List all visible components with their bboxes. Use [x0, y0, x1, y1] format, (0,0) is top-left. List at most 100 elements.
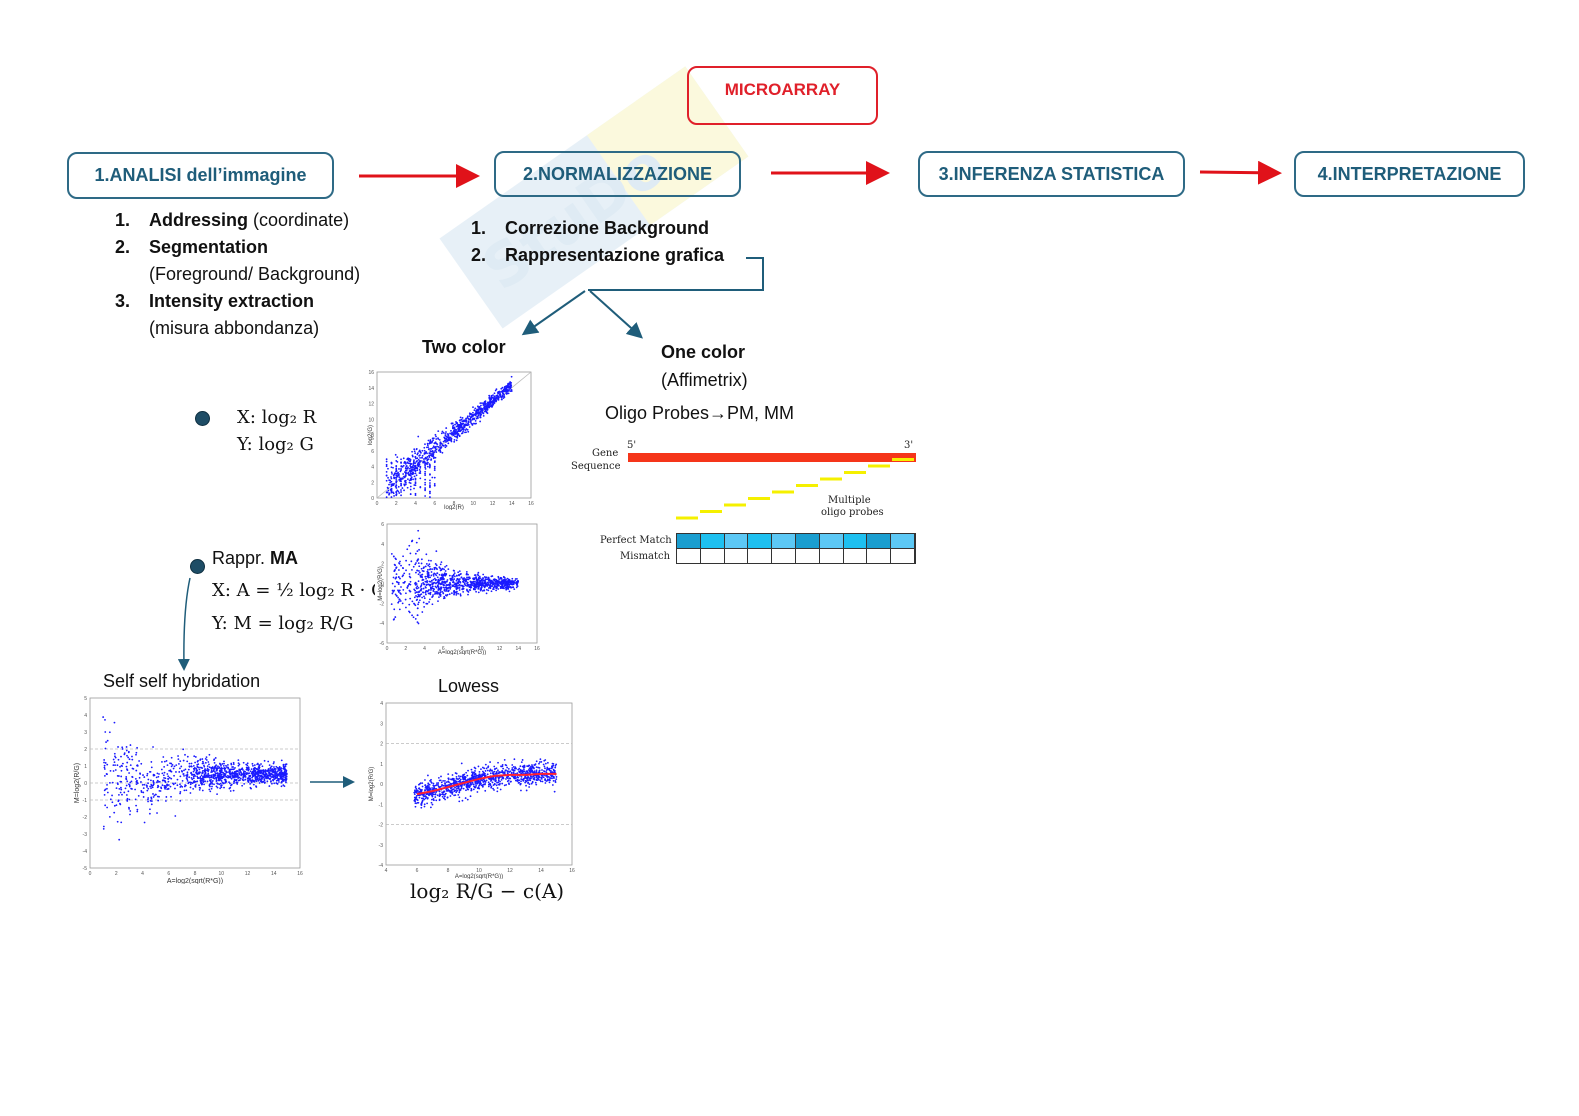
data-point	[427, 559, 430, 562]
data-point	[150, 766, 153, 769]
data-point	[460, 572, 462, 575]
data-point	[106, 763, 109, 766]
data-point	[426, 452, 428, 455]
data-point	[452, 433, 455, 436]
data-point	[220, 771, 223, 773]
data-point	[487, 581, 489, 584]
data-point	[398, 589, 401, 592]
data-point	[440, 561, 443, 564]
data-point	[397, 601, 400, 604]
data-point	[218, 766, 221, 769]
data-point	[423, 805, 426, 808]
data-point	[156, 772, 159, 775]
data-point	[403, 475, 405, 478]
data-point	[415, 794, 418, 797]
data-point	[157, 799, 160, 802]
data-point	[527, 776, 530, 779]
data-point	[204, 775, 206, 778]
data-point	[432, 798, 435, 800]
data-point	[434, 793, 437, 796]
data-point	[414, 618, 417, 620]
data-point	[410, 560, 413, 563]
data-point	[427, 573, 430, 576]
data-point	[476, 579, 479, 582]
data-point	[208, 779, 211, 782]
data-point	[476, 791, 479, 793]
pm-cell	[843, 534, 868, 548]
data-point	[419, 472, 422, 474]
data-point	[429, 492, 431, 495]
data-point	[433, 456, 435, 459]
data-point	[433, 465, 436, 468]
data-point	[233, 772, 236, 775]
data-point	[453, 569, 456, 572]
data-point	[152, 783, 155, 786]
data-point	[396, 581, 399, 584]
data-point	[242, 769, 244, 771]
data-point	[273, 767, 276, 770]
y-tick-label: 5	[84, 696, 87, 702]
data-point	[449, 782, 452, 785]
data-point	[552, 764, 555, 767]
data-point	[226, 764, 229, 766]
data-point	[407, 473, 410, 476]
data-point	[167, 775, 170, 778]
data-point	[446, 580, 448, 583]
data-point	[473, 418, 476, 421]
data-point	[445, 594, 448, 597]
data-point	[431, 452, 433, 455]
data-point	[425, 796, 428, 798]
data-point	[395, 595, 398, 597]
data-point	[419, 788, 422, 791]
data-point	[432, 782, 435, 785]
data-point	[249, 782, 251, 785]
data-point	[487, 785, 490, 788]
data-point	[281, 778, 284, 781]
data-point	[482, 783, 485, 786]
data-point	[147, 797, 150, 799]
data-point	[423, 449, 426, 452]
data-point	[103, 768, 106, 770]
pm-cell	[724, 534, 749, 548]
data-point	[408, 544, 411, 547]
data-point	[103, 793, 106, 796]
data-point	[450, 789, 453, 792]
data-point	[482, 573, 485, 576]
data-point	[432, 784, 435, 787]
data-point	[420, 575, 423, 578]
data-point	[388, 492, 391, 495]
data-point	[446, 587, 449, 590]
data-point	[472, 588, 475, 591]
data-point	[483, 408, 486, 411]
data-point	[142, 787, 145, 790]
data-point	[483, 406, 486, 409]
data-point	[165, 760, 168, 762]
data-point	[430, 574, 433, 577]
data-point	[262, 773, 265, 776]
data-point	[424, 797, 427, 800]
data-point	[273, 761, 275, 763]
data-point	[267, 760, 270, 763]
data-point	[469, 580, 472, 583]
data-point	[417, 529, 420, 532]
data-point	[102, 716, 105, 718]
data-point	[423, 583, 425, 586]
data-point	[397, 485, 400, 488]
data-point	[390, 461, 393, 464]
data-point	[280, 781, 283, 783]
data-point	[441, 573, 444, 576]
data-point	[425, 593, 427, 596]
data-point	[469, 795, 472, 798]
data-point	[461, 417, 464, 419]
data-point	[497, 391, 500, 393]
y-tick-label: 8	[371, 433, 374, 439]
data-point	[390, 491, 393, 494]
data-point	[497, 398, 500, 401]
data-point	[395, 573, 398, 576]
data-point	[462, 581, 465, 583]
data-point	[390, 471, 393, 474]
data-point	[414, 472, 417, 475]
data-point	[465, 570, 468, 573]
data-point	[472, 411, 474, 414]
data-point	[515, 586, 518, 589]
